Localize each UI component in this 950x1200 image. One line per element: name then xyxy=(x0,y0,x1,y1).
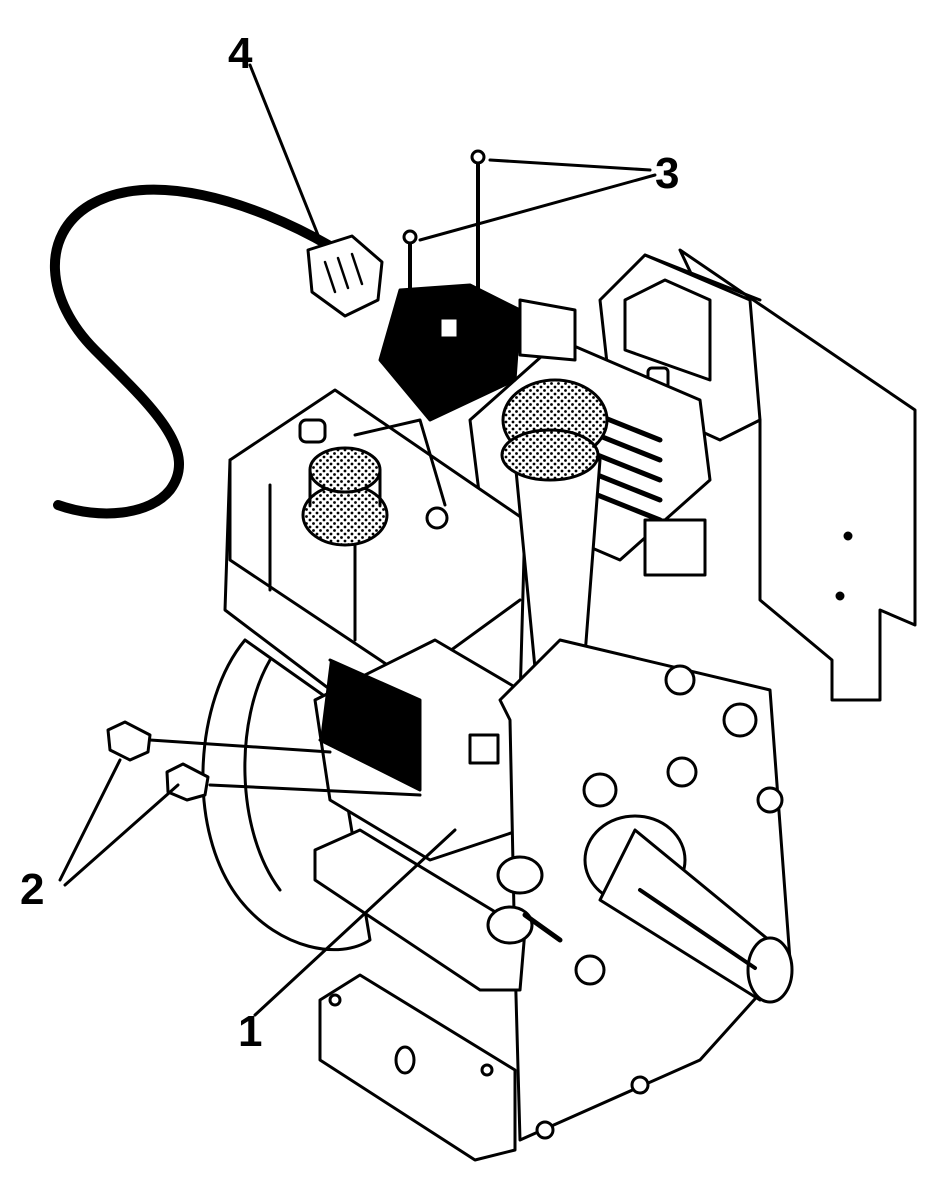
callout-4: 4 xyxy=(228,29,253,78)
ignition-switch-box xyxy=(378,149,522,422)
fuel-cap xyxy=(301,446,389,547)
fittings xyxy=(486,855,563,945)
electric-starter xyxy=(313,638,522,862)
callout-leaders xyxy=(58,63,657,1017)
callout-1: 1 xyxy=(238,1007,263,1056)
starter-bolts xyxy=(106,720,422,802)
callout-2: 2 xyxy=(20,865,45,914)
crankshaft xyxy=(583,814,794,1004)
callout-3: 3 xyxy=(655,149,680,198)
power-cord xyxy=(50,184,384,519)
base-feet xyxy=(313,828,527,1162)
